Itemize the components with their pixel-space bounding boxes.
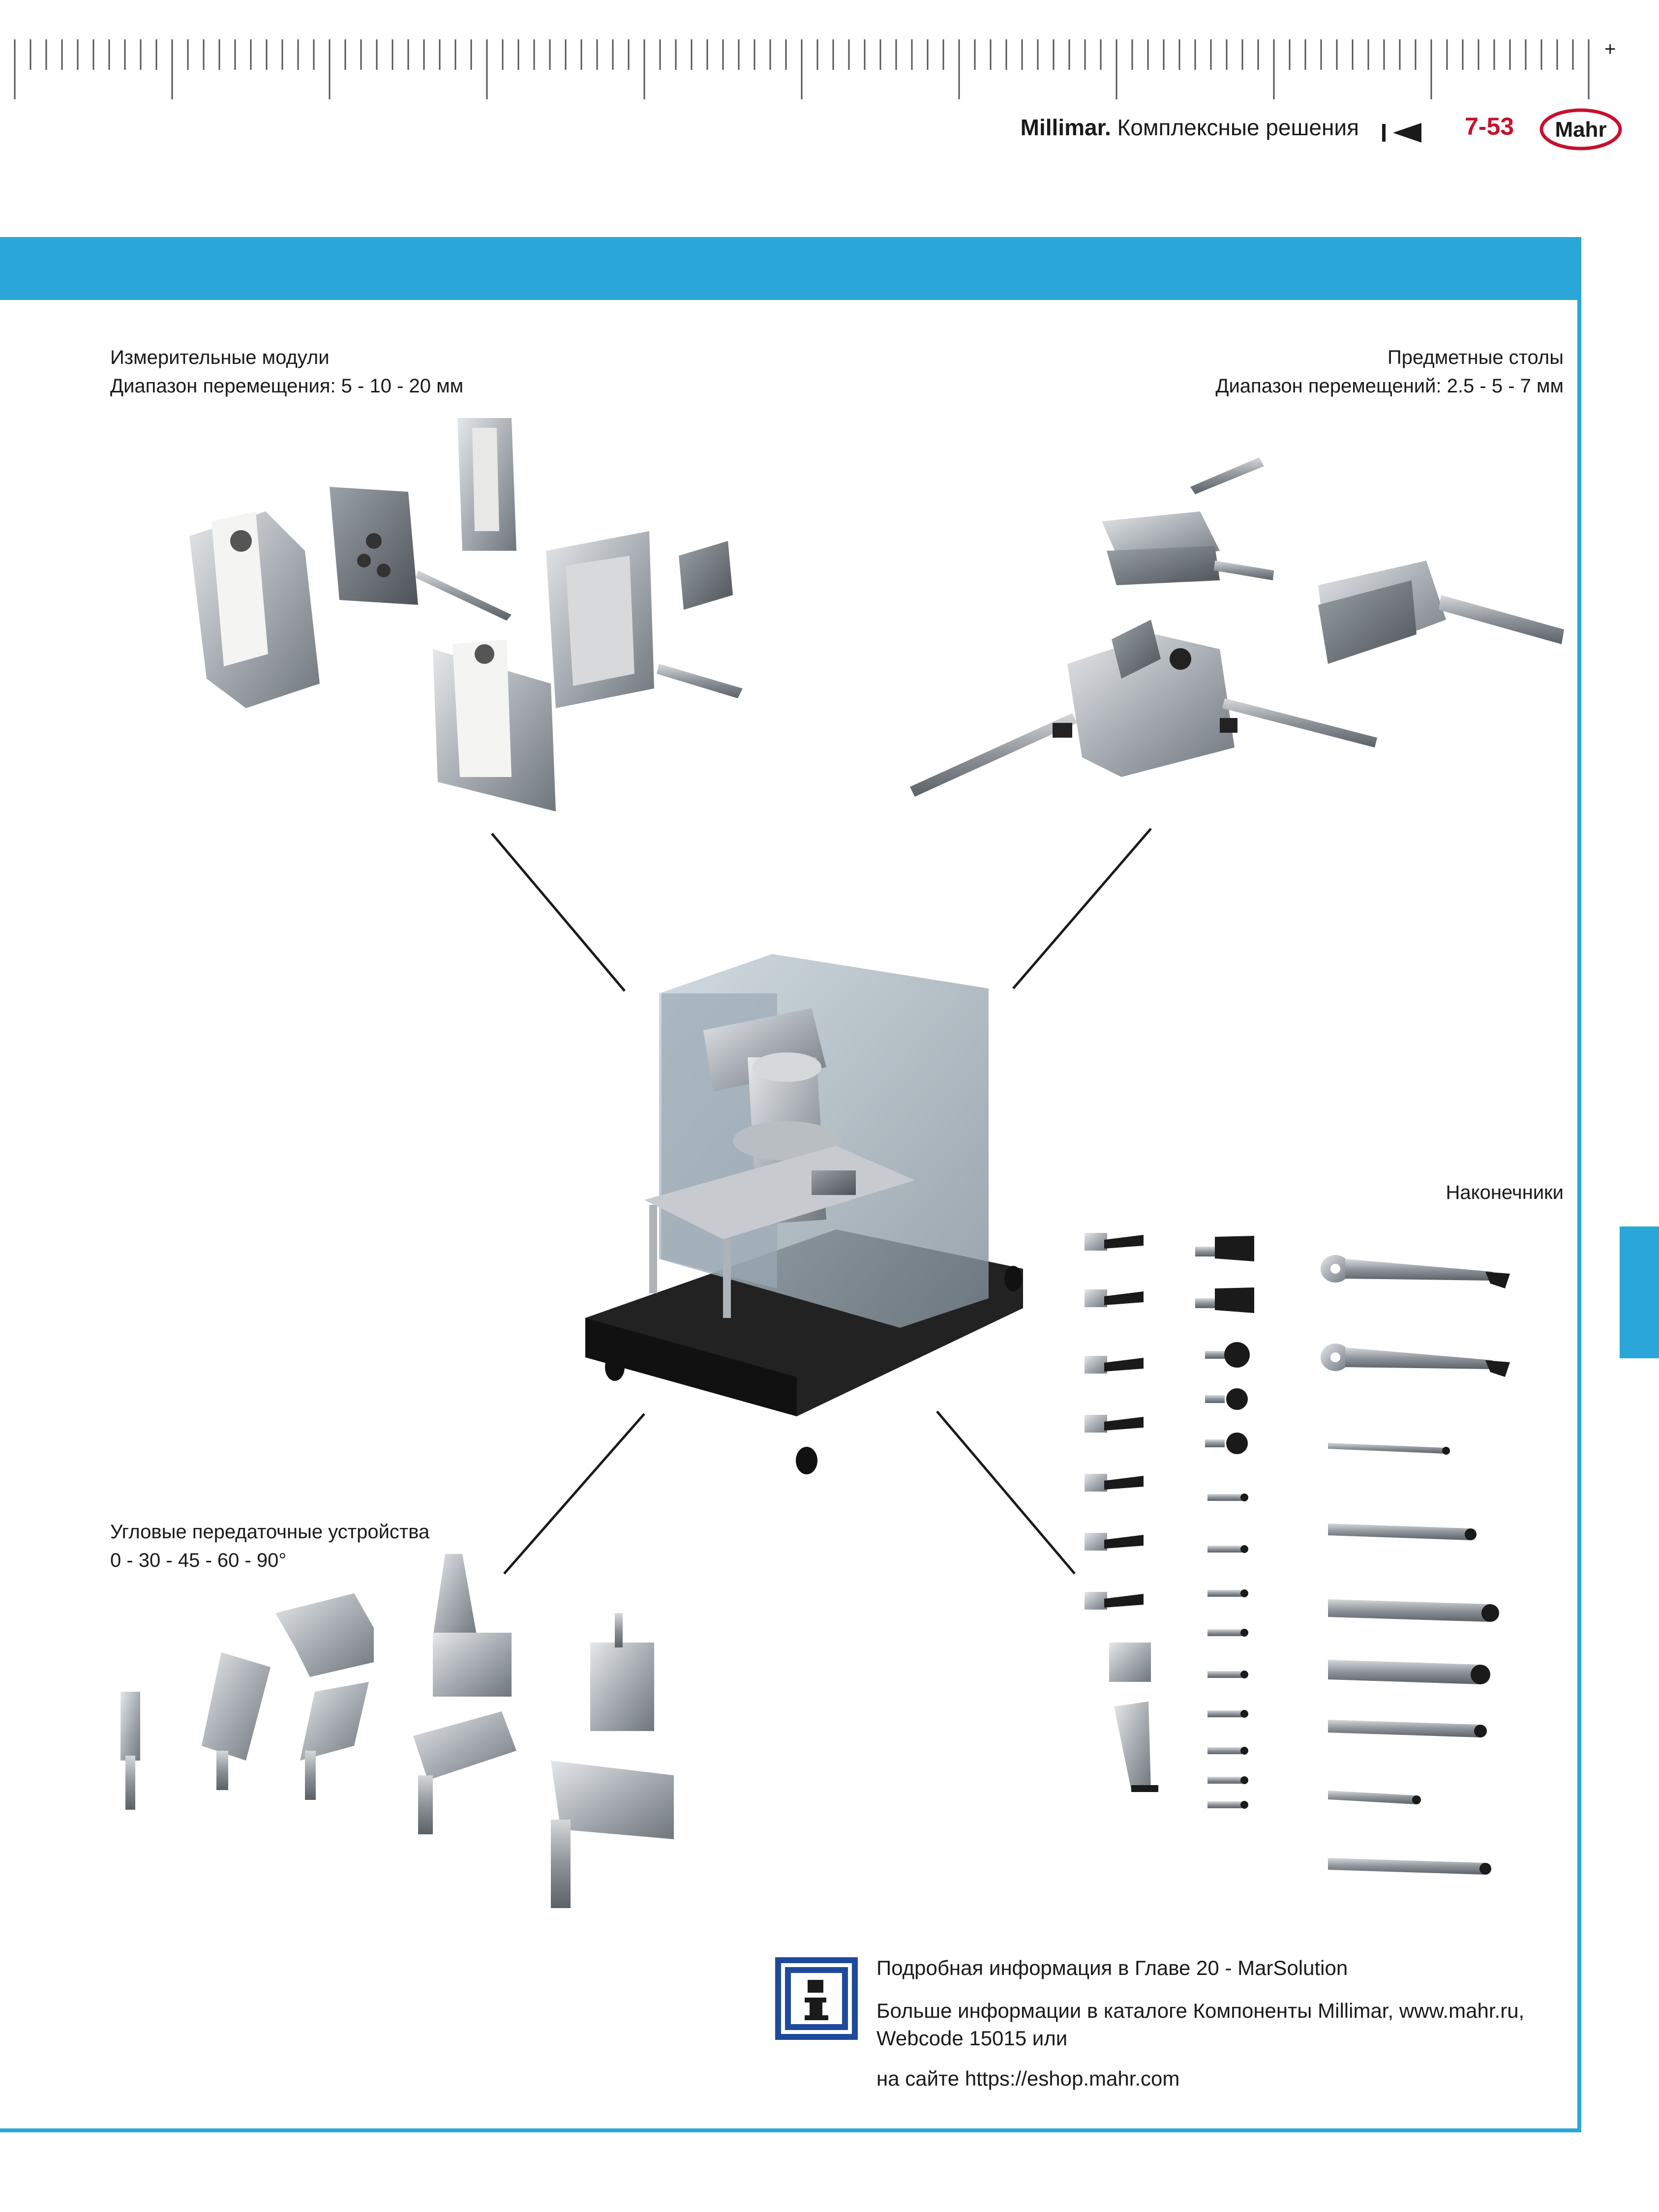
tip-insert — [1109, 1643, 1151, 1682]
page-header-title: Millimar. Комплексные решения — [1021, 114, 1359, 141]
tip-contact — [1207, 1629, 1248, 1637]
tip-insert — [1085, 1533, 1144, 1551]
object-tables-image — [910, 457, 1564, 797]
tip-lever — [1328, 1443, 1450, 1455]
tip-contact — [1205, 1342, 1250, 1368]
connector-modules — [491, 833, 626, 992]
tip-contact — [1207, 1494, 1248, 1501]
tip-contact — [1207, 1545, 1248, 1553]
tip-contact — [1205, 1433, 1248, 1454]
tables-caption: Предметные столы Диапазон перемещений: 2… — [1215, 343, 1564, 400]
info-line-2: Больше информации в каталоге Компоненты … — [876, 1999, 1525, 2022]
info-icon[interactable] — [774, 1956, 859, 2041]
connector-tables — [1012, 828, 1152, 989]
tips-caption: Наконечники — [1446, 1178, 1564, 1207]
page-number: 7-53 — [1465, 113, 1514, 140]
tables-title: Предметные столы — [1388, 347, 1564, 368]
tip-contact — [1205, 1388, 1248, 1410]
tip-contact — [1207, 1776, 1248, 1784]
info-line-4: на сайте https://eshop.mahr.com — [876, 2067, 1180, 2090]
connector-tips — [936, 1410, 1076, 1575]
tip-lever — [1321, 1344, 1510, 1377]
tip-contact — [1207, 1671, 1248, 1678]
tip-insert — [1085, 1289, 1144, 1307]
logo-text: Mahr — [1555, 118, 1606, 142]
info-line-3: Webcode 15015 или — [876, 2027, 1068, 2050]
tip-insert — [1085, 1415, 1144, 1433]
tips-title: Наконечники — [1446, 1182, 1564, 1203]
tip-insert — [1085, 1356, 1144, 1374]
tip-insert — [1085, 1474, 1144, 1492]
tip-contact — [1207, 1710, 1248, 1718]
tip-contact — [1195, 1236, 1254, 1261]
connector-angular — [503, 1413, 645, 1575]
angular-caption: Угловые передаточные устройства 0 - 30 -… — [110, 1518, 429, 1575]
measuring-modules-image — [189, 418, 743, 811]
tip-lever — [1328, 1720, 1487, 1737]
tip-contact — [1207, 1589, 1248, 1597]
tip-lever — [1328, 1791, 1421, 1804]
tip-contact — [1195, 1287, 1254, 1313]
modules-title: Измерительные модули — [110, 347, 330, 368]
back-arrow-icon[interactable] — [1382, 122, 1421, 144]
angular-range: 0 - 30 - 45 - 60 - 90° — [110, 1550, 287, 1571]
tip-lever — [1321, 1255, 1510, 1288]
corner-mark: + — [1604, 38, 1616, 60]
tip-contact — [1207, 1801, 1248, 1809]
angular-title: Угловые передаточные устройства — [110, 1521, 430, 1543]
tip-insert — [1085, 1233, 1144, 1251]
modules-range: Диапазон перемещения: 5 - 10 - 20 мм — [110, 375, 464, 397]
tip-lever — [1328, 1599, 1499, 1622]
tips-image — [1085, 1233, 1510, 1875]
connector-lines — [491, 828, 1152, 1575]
tip-lever — [1328, 1660, 1490, 1684]
central-measuring-device-image — [585, 954, 1023, 1474]
header-brand: Millimar. — [1020, 115, 1111, 140]
tip-lever — [1328, 1858, 1491, 1875]
tip-lever — [1328, 1524, 1477, 1540]
tables-range: Диапазон перемещений: 2.5 - 5 - 7 мм — [1215, 375, 1564, 397]
tip-contact — [1207, 1747, 1248, 1755]
header-subtitle: Комплексные решения — [1117, 115, 1359, 140]
angular-devices-image — [121, 1554, 674, 1908]
page-ruler — [14, 39, 1590, 99]
tip-insert — [1085, 1592, 1144, 1610]
info-line-1: Подробная информация в Главе 20 - MarSol… — [876, 1956, 1348, 1979]
section-band — [0, 237, 1581, 300]
chapter-tab[interactable] — [1620, 1226, 1659, 1358]
content-frame — [0, 300, 1581, 2132]
modules-caption: Измерительные модули Диапазон перемещени… — [110, 343, 463, 400]
tip-insert — [1114, 1702, 1158, 1792]
mahr-logo: Mahr — [1539, 108, 1622, 150]
